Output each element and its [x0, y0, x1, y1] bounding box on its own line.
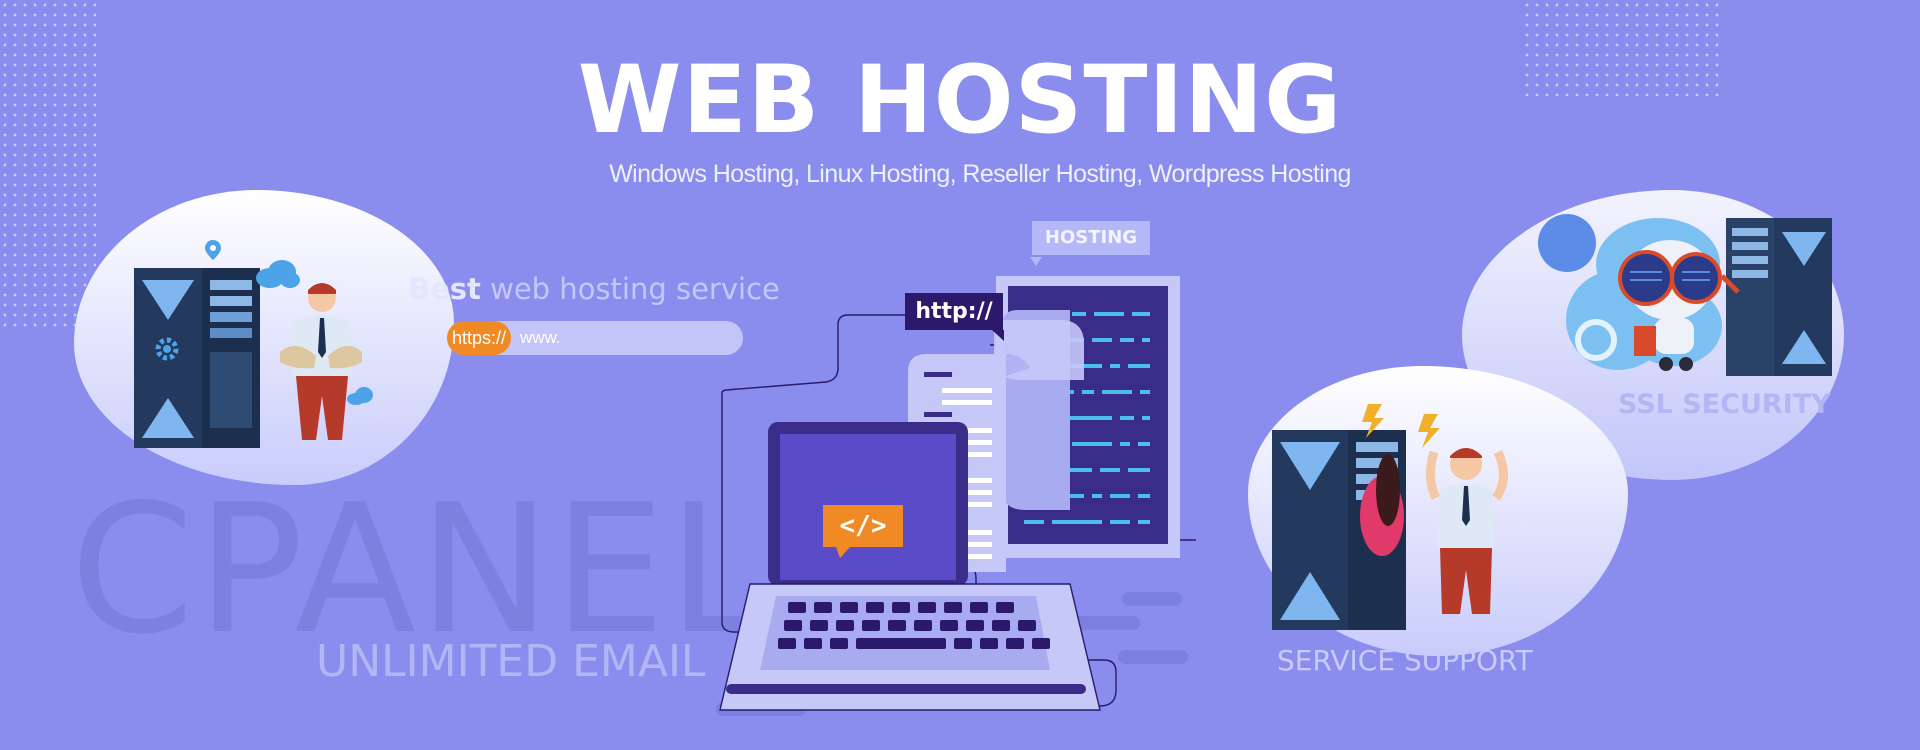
- cloud-icon: [256, 260, 300, 288]
- server-rack-icon: [1726, 218, 1832, 376]
- small-cloud-icon: [347, 387, 373, 405]
- server-rack-icon: [1272, 430, 1406, 630]
- technician-icon: [280, 283, 362, 440]
- best-bold: Best: [408, 272, 481, 306]
- left-blob: [74, 190, 454, 485]
- gear-icon: [155, 337, 179, 361]
- lightning-icon: [1362, 404, 1384, 438]
- center-illustration: [716, 257, 1196, 716]
- best-rest: web hosting service: [490, 272, 780, 306]
- url-bar: https:// www.: [447, 321, 743, 355]
- location-pin-icon: [205, 240, 221, 260]
- url-scheme-badge: https://: [447, 321, 511, 355]
- dot-pattern-top-right: [1522, 0, 1722, 96]
- dot-pattern-left: [0, 0, 96, 330]
- cpanel-text: CPANEL: [70, 466, 769, 673]
- unlimited-email-text: UNLIMITED EMAIL: [316, 636, 706, 687]
- server-rack-icon: [134, 268, 260, 448]
- lightning-icon: [1418, 414, 1440, 448]
- blue-circle: [1538, 214, 1596, 272]
- page-subtitle: Windows Hosting, Linux Hosting, Reseller…: [609, 160, 1351, 188]
- code-label: </>: [823, 505, 903, 547]
- ssl-security-text: SSL SECURITY: [1618, 389, 1831, 420]
- url-text: www.: [520, 328, 561, 347]
- page-title: WEB HOSTING: [577, 46, 1343, 155]
- robot-icon: [1618, 240, 1740, 371]
- service-support-text: SERVICE SUPPORT: [1277, 644, 1533, 677]
- best-service-text: Best web hosting service: [408, 272, 780, 306]
- stressed-man-icon: [1426, 448, 1508, 614]
- http-label: http://: [905, 293, 1003, 330]
- hosting-label: HOSTING: [1032, 221, 1150, 255]
